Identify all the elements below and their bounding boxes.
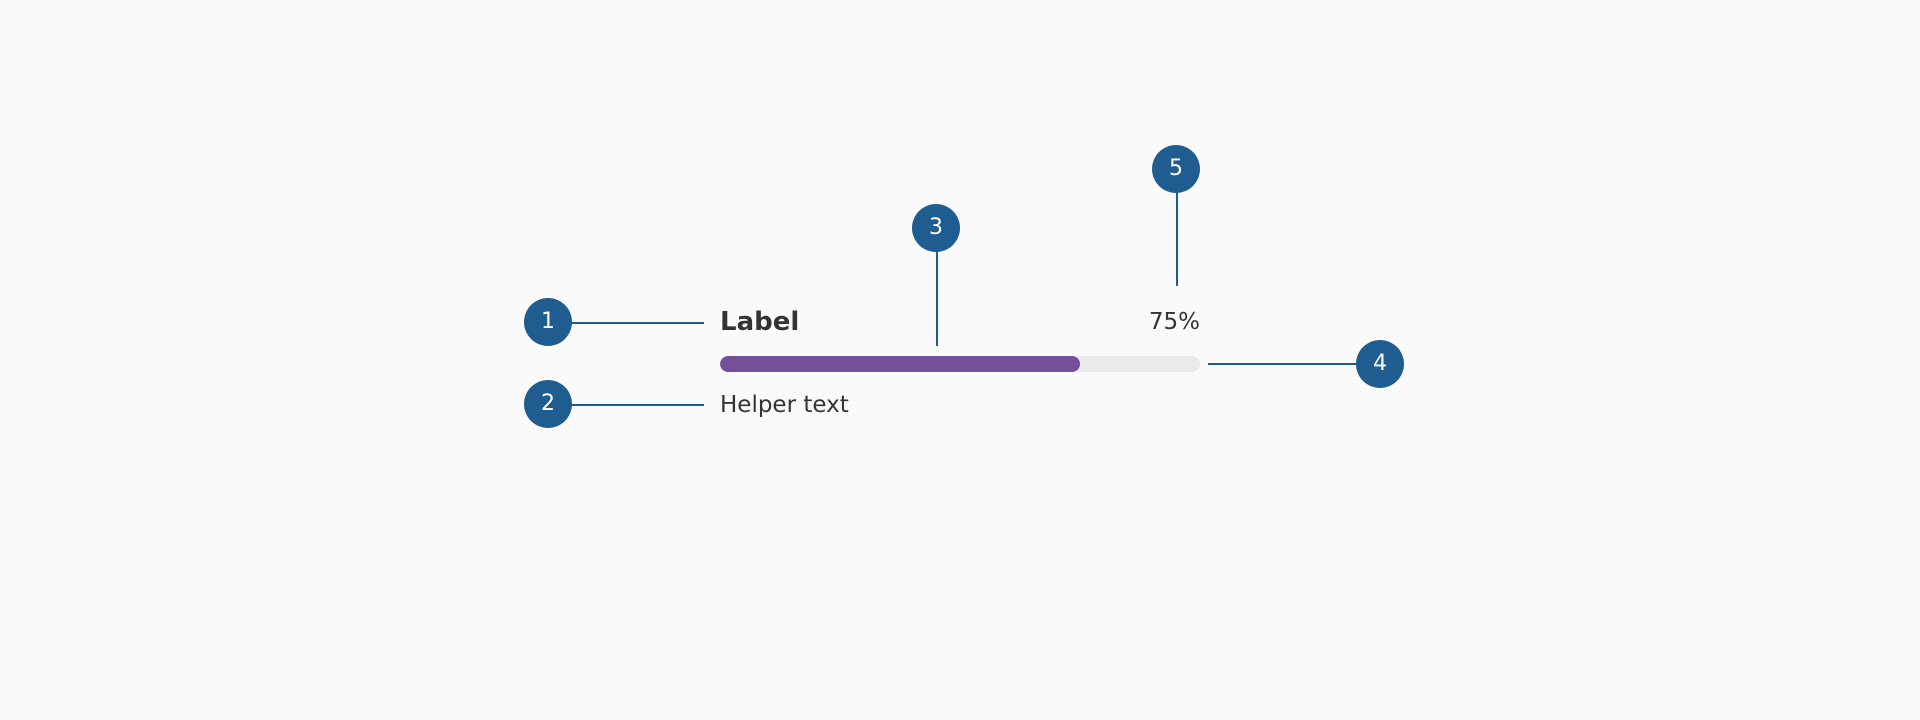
callout-5-line [1176,190,1178,286]
helper-text: Helper text [720,392,849,418]
progress-indicator [720,356,1080,372]
callout-marker-2: 2 [524,380,572,428]
callout-marker-4: 4 [1356,340,1404,388]
callout-2-line [570,404,704,406]
callout-marker-3: 3 [912,204,960,252]
callout-marker-5: 5 [1152,145,1200,193]
callout-3-line [936,250,938,346]
callout-marker-1: 1 [524,298,572,346]
progress-percentage: 75% [1148,309,1200,335]
progress-label: Label [720,307,800,337]
callout-4-line [1208,363,1358,365]
progress-track [720,356,1200,372]
callout-1-line [570,322,704,324]
